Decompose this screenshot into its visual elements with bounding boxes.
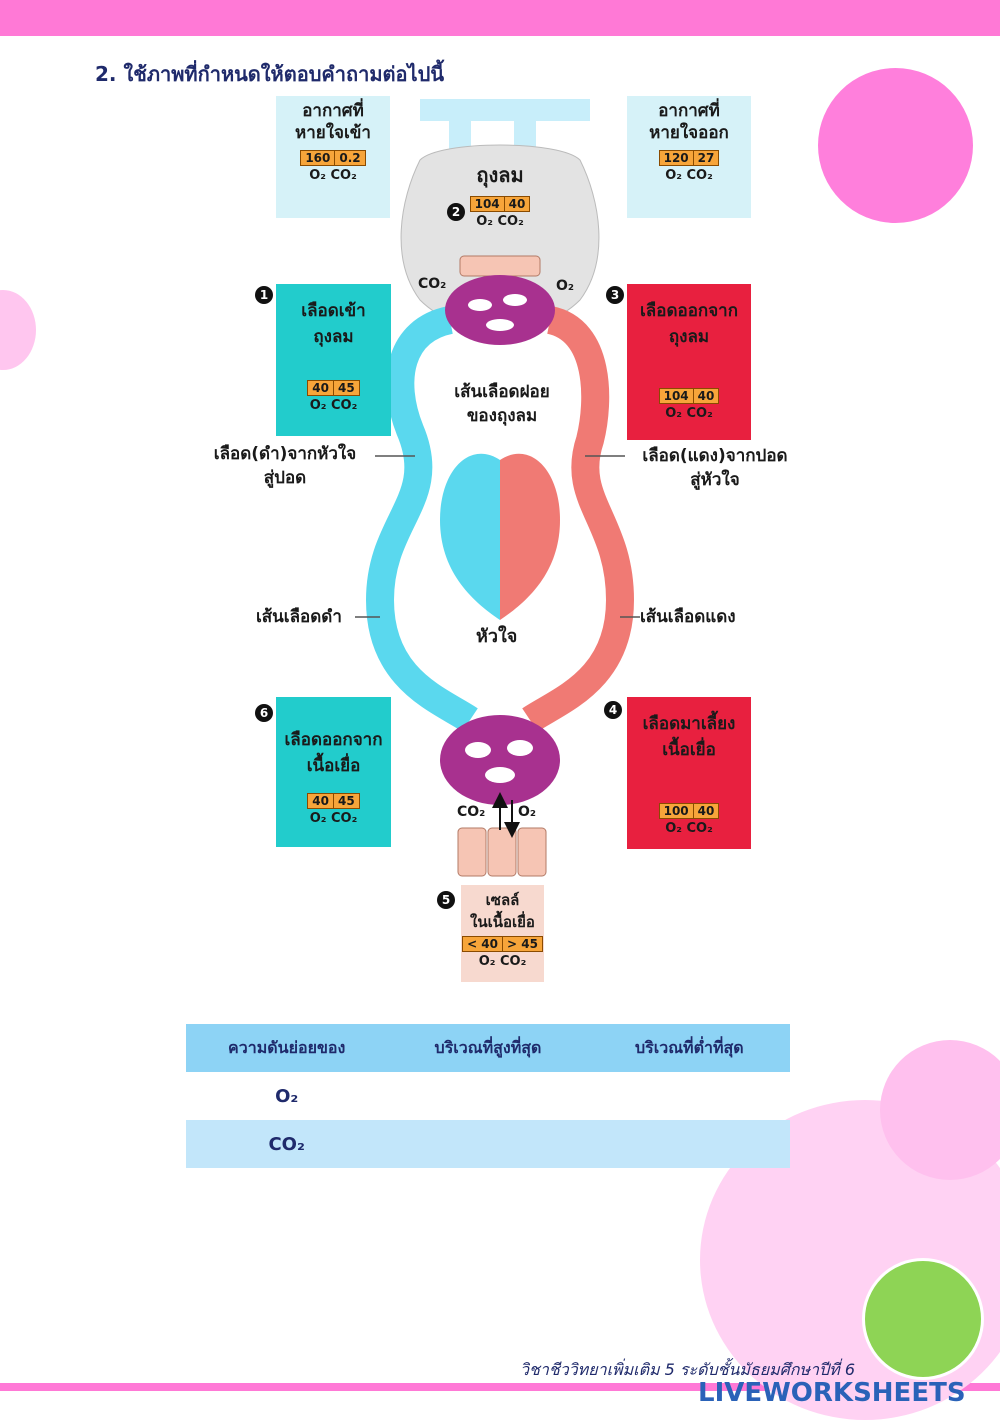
badge-3: 3 [606, 286, 624, 304]
header-cell: บริเวณที่สูงที่สุด [434, 1037, 542, 1057]
tissue-cell [517, 827, 547, 877]
capillary-hole [468, 299, 492, 311]
tissue-capillary [440, 715, 560, 805]
tissue-o2-label: O₂ [518, 804, 537, 820]
table-header: ความดันย่อยของ บริเวณที่สูงที่สุด บริเวณ… [186, 1024, 790, 1072]
tissue-co2-label: CO₂ [457, 804, 486, 820]
lung-capillary [445, 275, 555, 345]
tissue-cell [487, 827, 517, 877]
badge-5: 5 [437, 891, 455, 909]
badge-2: 2 [447, 203, 465, 221]
table-row: O₂ [186, 1072, 790, 1120]
liveworksheets-logo: LIVEWORKSHEETS [698, 1378, 966, 1408]
oxygenated-blood-label: เลือด(แดง)จากปอด สู่หัวใจ [642, 446, 788, 490]
circulation-diagram [355, 99, 640, 877]
artery-label: เส้นเลือดแดง [640, 607, 736, 627]
capillary-hole [486, 319, 514, 331]
badge-4: 4 [604, 701, 622, 719]
vein-label: เส้นเลือดดำ [256, 607, 342, 627]
badge-6: 6 [255, 704, 273, 722]
vein-path [365, 306, 478, 732]
capillary-hole [485, 767, 515, 783]
o2-label: O₂ [556, 278, 575, 294]
table-row: CO₂ [186, 1120, 790, 1168]
top-band [0, 0, 1000, 36]
footer-subject: วิชาชีววิทยาเพิ่มเติม 5 ระดับชั้นมัธยมศึ… [520, 1360, 855, 1379]
bottom-band [0, 1383, 1000, 1391]
tissue-cell [457, 827, 487, 877]
alveolar-cells [459, 255, 541, 277]
deco-circle [880, 1040, 1000, 1180]
tissue-cells-box: เซลล์ ในเนื้อเยื่อ < 40> 45 O₂ CO₂ [461, 885, 544, 982]
heart-label: หัวใจ [476, 626, 518, 647]
header-cell: บริเวณที่ต่ำที่สุด [634, 1037, 744, 1057]
capillary-hole [465, 742, 491, 758]
capillary-hole [507, 740, 533, 756]
artery-path [522, 306, 635, 732]
alveolar-capillary-label: เส้นเลือดฝอย ของถุงลม [454, 382, 550, 426]
badge-1: 1 [255, 286, 273, 304]
deco-circle [818, 68, 973, 223]
answer-table: ความดันย่อยของ บริเวณที่สูงที่สุด บริเวณ… [186, 1024, 790, 1168]
question-title: 2. ใช้ภาพที่กำหนดให้ตอบคำถามต่อไปนี้ [95, 62, 444, 86]
heart-right [500, 453, 560, 620]
capillary-hole [503, 294, 527, 306]
co2-label: CO₂ [418, 276, 447, 292]
pressure-values: < 40> 45 [462, 936, 543, 952]
deoxygenated-blood-label: เลือด(ดำ)จากหัวใจ สู่ปอด [213, 444, 357, 488]
heart-left [440, 453, 500, 620]
gas-cell: O₂ [275, 1085, 299, 1107]
header-cell: ความดันย่อยของ [228, 1037, 346, 1057]
avatar [862, 1258, 984, 1380]
gas-cell: CO₂ [268, 1133, 305, 1155]
alveolus-shape [400, 144, 600, 331]
